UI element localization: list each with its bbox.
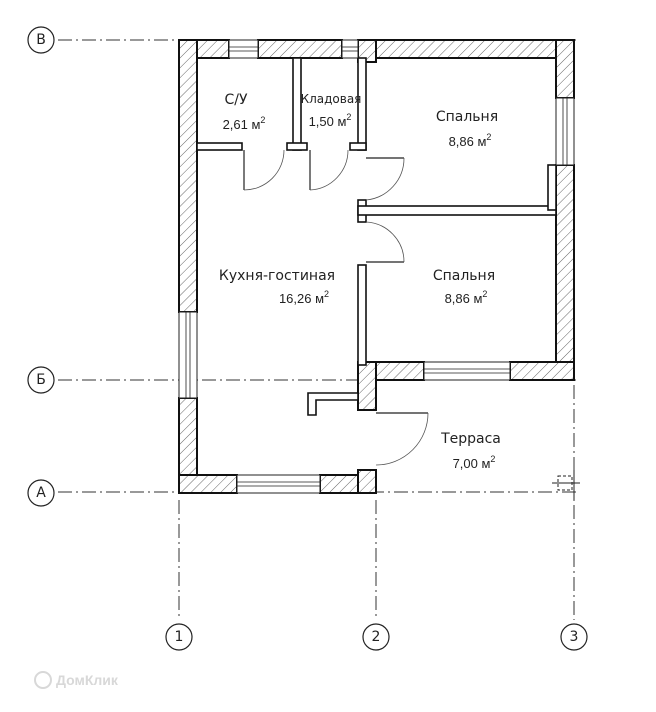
wall-kitchen-bottom-left <box>178 474 238 494</box>
axis-marker-row: А <box>27 479 55 507</box>
room-area: 16,26 м2 <box>279 289 329 306</box>
room-terrace: Терраса 7,00 м2 <box>440 431 501 471</box>
wall-int-wc-bottom-right <box>349 142 367 151</box>
door-bedroom-bottom <box>365 221 405 263</box>
watermark-text: ДомКлик <box>56 672 119 688</box>
watermark: ДомКлик <box>34 671 119 689</box>
wall-int-kitchen-stub <box>307 392 359 416</box>
room-name: Спальня <box>433 268 495 284</box>
exterior-walls <box>178 39 575 494</box>
axis-label-col-1: 1 <box>175 629 184 645</box>
wall-right-upper <box>555 39 575 99</box>
wall-int-col2-lower <box>357 264 367 366</box>
wall-int-bedrooms <box>357 205 557 216</box>
doors <box>243 149 429 466</box>
door-wc <box>243 149 285 191</box>
room-area: 8,86 м2 <box>449 132 492 149</box>
axis-label-row-a: А <box>36 485 46 501</box>
axis-marker-col: 3 <box>560 623 588 651</box>
room-area: 1,50 м2 <box>309 112 352 129</box>
wall-int-bedroom-stub <box>547 164 557 211</box>
room-name: Кладовая <box>301 92 362 106</box>
windows <box>178 39 575 494</box>
room-area: 7,00 м2 <box>453 454 496 471</box>
axis-label-col-3: 3 <box>570 629 579 645</box>
axis-marker-row: Б <box>27 366 55 394</box>
door-storage <box>309 149 349 191</box>
terrace-column-marker <box>552 470 580 500</box>
wall-top-right <box>375 39 575 59</box>
wall-int-wc-bottom-left <box>196 142 243 151</box>
door-bedroom-top <box>365 157 405 201</box>
axis-marker-col: 2 <box>362 623 390 651</box>
room-name: Спальня <box>436 109 498 125</box>
wall-bedroom-bottom-right <box>509 361 575 381</box>
wall-right-lower <box>555 164 575 381</box>
room-bathroom: С/У 2,61 м2 <box>223 92 266 132</box>
axis-label-col-2: 2 <box>372 629 381 645</box>
axis-label-row-v: В <box>36 32 46 48</box>
wall-int-wc-bottom-mid <box>286 142 308 151</box>
room-kitchen-living: Кухня-гостиная 16,26 м2 <box>219 268 335 306</box>
room-area: 2,61 м2 <box>223 115 266 132</box>
window-right-bedroom <box>555 97 575 166</box>
wall-col2-at-b <box>357 361 377 411</box>
room-name: Терраса <box>440 431 501 447</box>
room-storage: Кладовая 1,50 м2 <box>301 92 362 129</box>
axis-marker-col: 1 <box>165 623 193 651</box>
room-bedroom-bottom: Спальня 8,86 м2 <box>433 268 495 306</box>
window-top-storage <box>341 39 359 59</box>
room-name: С/У <box>224 92 247 108</box>
room-area: 8,86 м2 <box>445 289 488 306</box>
window-left-kitchen <box>178 311 198 399</box>
axis-markers: В Б А 1 2 3 <box>27 26 588 651</box>
interior-walls <box>196 57 557 416</box>
wall-bedroom-bottom-left <box>375 361 425 381</box>
window-bottom-kitchen <box>236 474 321 494</box>
wall-left-upper <box>178 39 198 313</box>
wall-col2-lower <box>357 469 377 494</box>
room-labels: С/У 2,61 м2 Кладовая 1,50 м2 Спальня 8,8… <box>219 92 501 471</box>
room-name: Кухня-гостиная <box>219 268 335 284</box>
window-top-wc <box>228 39 259 59</box>
axis-marker-row: В <box>27 26 55 54</box>
window-bottom-bedroom <box>423 361 511 381</box>
room-bedroom-top: Спальня 8,86 м2 <box>436 109 498 149</box>
door-terrace <box>375 412 429 466</box>
wall-top-mid <box>257 39 343 59</box>
axis-label-row-b: Б <box>36 372 46 388</box>
